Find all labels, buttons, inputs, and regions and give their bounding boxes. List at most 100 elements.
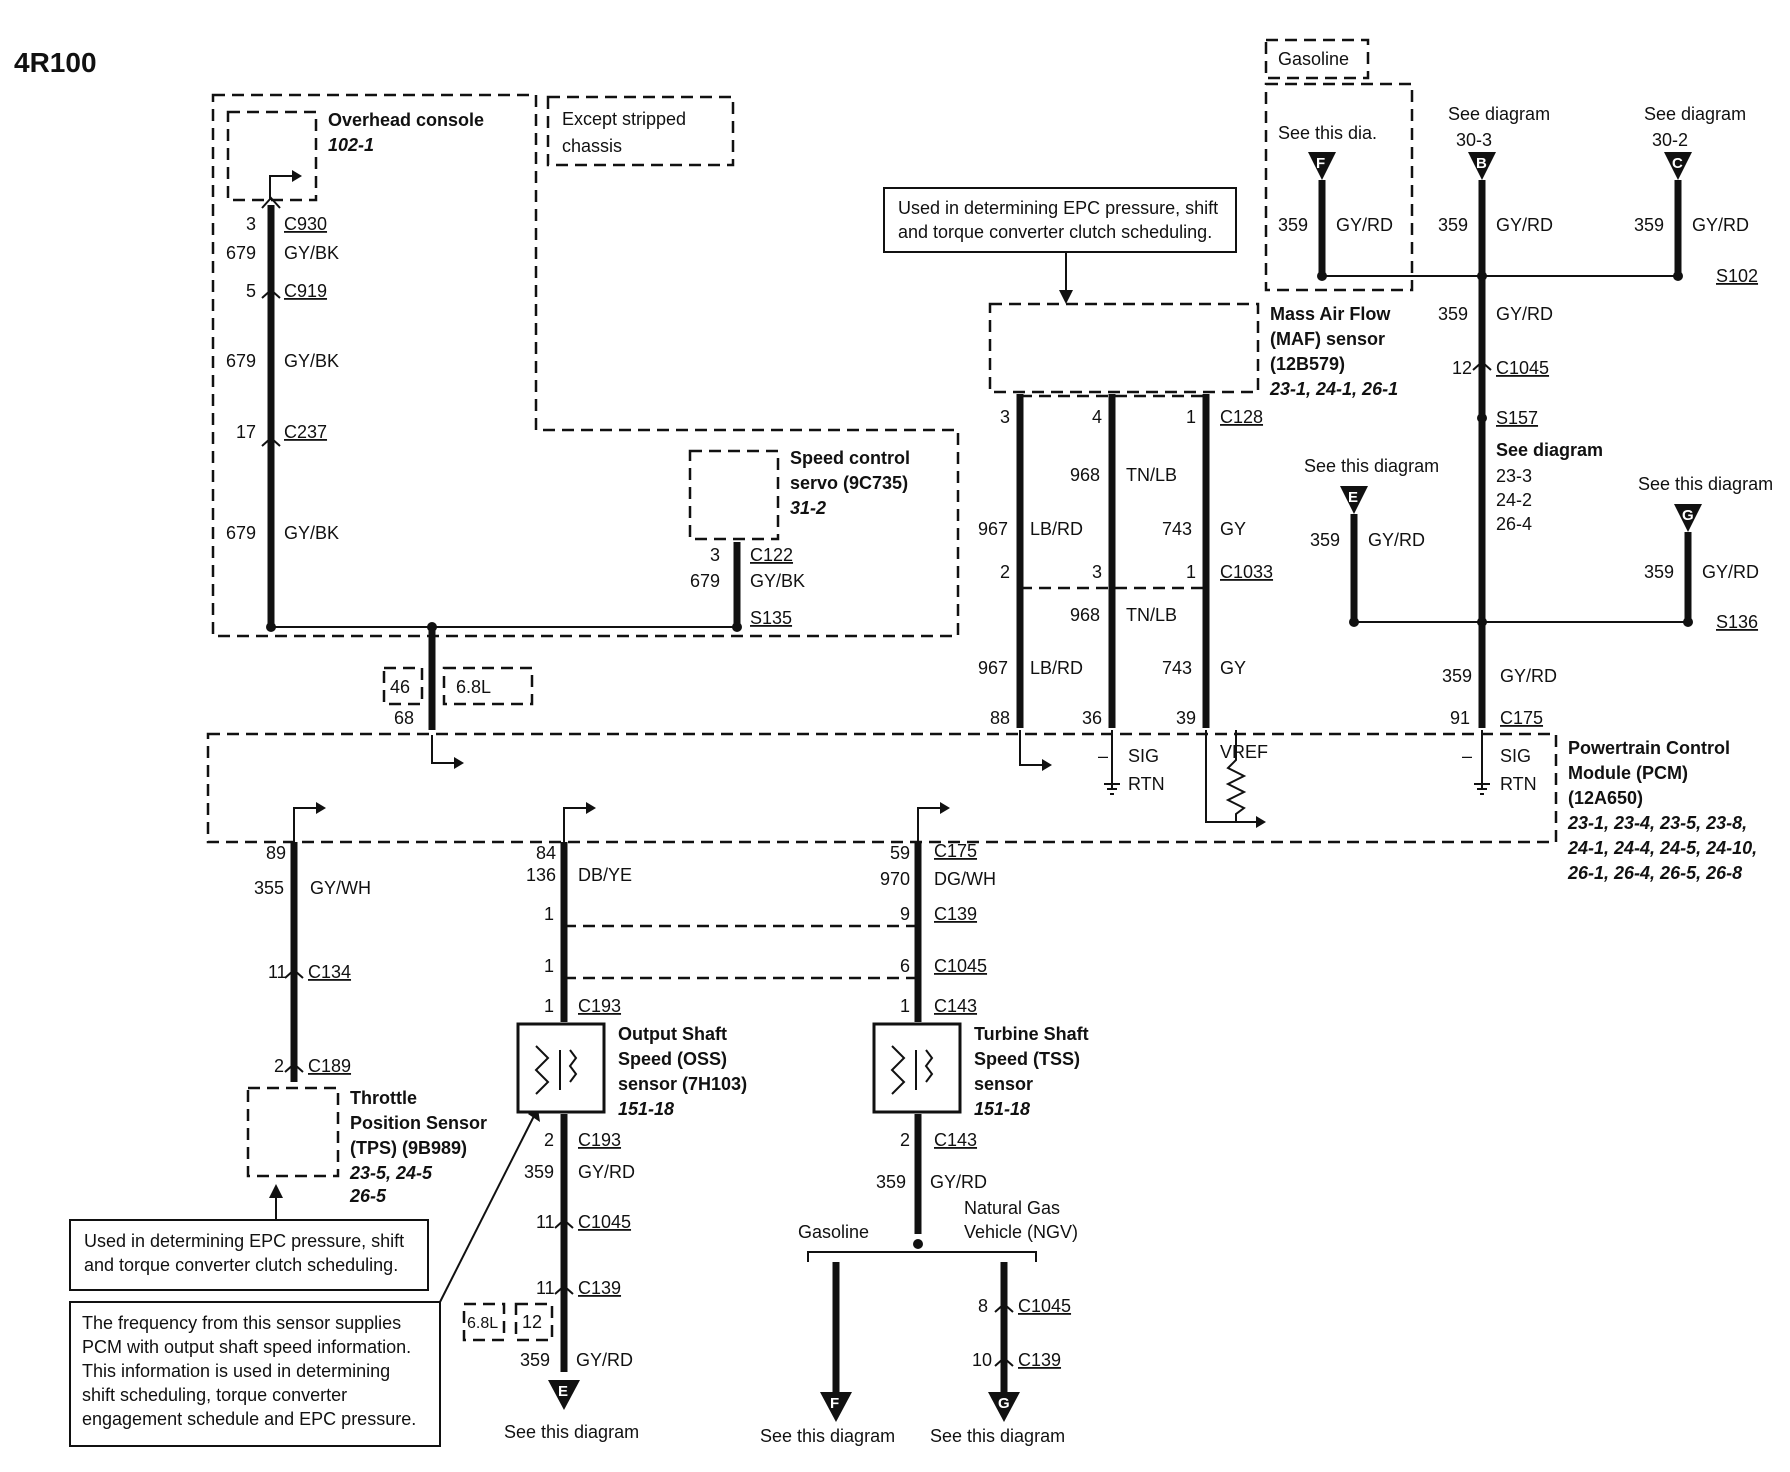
connector-c122: C122 — [750, 545, 793, 565]
arrow-icon — [1042, 759, 1052, 771]
oss-note-line4: shift scheduling, torque converter — [82, 1385, 347, 1405]
pin-pcm-84: 84 — [536, 843, 556, 863]
wire-num-359-b: 359 — [1438, 215, 1468, 235]
arrow-icon — [269, 1184, 283, 1198]
splice-dot — [1317, 271, 1327, 281]
pin-c237: 17 — [236, 422, 256, 442]
wire-color-lbrd-b: LB/RD — [1030, 658, 1083, 678]
pcm-ref3: 26-1, 26-4, 26-5, 26-8 — [1567, 863, 1742, 883]
ref-c: 30-2 — [1652, 130, 1688, 150]
tps-ref2: 26-5 — [349, 1186, 387, 1206]
wire-color-gyrd-oss: GY/RD — [578, 1162, 635, 1182]
pcm-internal-967 — [1019, 730, 1050, 766]
wire-num-743-a: 743 — [1162, 519, 1192, 539]
marker-g-bottom-icon — [988, 1392, 1020, 1422]
ref-b: 30-3 — [1456, 130, 1492, 150]
marker-f-bottom: F — [830, 1395, 839, 1412]
connector-c1033: C1033 — [1220, 562, 1273, 582]
connector-c1045-ngv-mark — [994, 1302, 1014, 1313]
engine-tag-6-8l — [442, 666, 534, 706]
maf-note-line1: Used in determining EPC pressure, shift — [898, 198, 1218, 218]
arrow-icon — [1256, 816, 1266, 828]
engine-6-8l-label-b: 6.8L — [467, 1315, 498, 1332]
connector-c128: C128 — [1220, 407, 1263, 427]
tps-ref1: 23-5, 24-5 — [349, 1163, 433, 1183]
ground-icon — [1474, 783, 1490, 795]
except-stripped-line2: chassis — [562, 136, 622, 156]
wire-color-gybk-b: GY/BK — [284, 351, 339, 371]
ngv-line1: Natural Gas — [964, 1198, 1060, 1218]
wire-num-967-a: 967 — [978, 519, 1008, 539]
marker-g-icon — [1674, 504, 1702, 532]
tps-line2: Position Sensor — [350, 1113, 487, 1133]
pin-maf-3: 3 — [1000, 407, 1010, 427]
arrow-icon — [1059, 290, 1073, 304]
wire-num-679-c: 679 — [226, 523, 256, 543]
wire-num-359-d: 359 — [1438, 304, 1468, 324]
pin-tss-c143: 1 — [900, 996, 910, 1016]
connector-c1045-top: C1045 — [1496, 358, 1549, 378]
connector-c1045-oss: C1045 — [578, 1212, 631, 1232]
overhead-internal-wire — [269, 175, 300, 200]
tss-line2: Speed (TSS) — [974, 1049, 1080, 1069]
connector-c930-mark — [261, 196, 281, 209]
wire-num-679-b: 679 — [226, 351, 256, 371]
pcm-internal-136 — [563, 807, 594, 842]
pcm-line2: Module (PCM) — [1568, 763, 1688, 783]
wire-num-359-tss: 359 — [876, 1172, 906, 1192]
wire-num-136: 136 — [526, 865, 556, 885]
connector-c134: C134 — [308, 962, 351, 982]
oss-line3: sensor (7H103) — [618, 1074, 747, 1094]
gasoline-tag-label: Gasoline — [1278, 49, 1349, 69]
pin-oss-c1045-11: 11 — [536, 1212, 555, 1232]
connector-c193-top: C193 — [578, 996, 621, 1016]
connector-c175-bottom: C175 — [934, 841, 977, 861]
engine-6-8l-label: 6.8L — [456, 677, 491, 697]
splice-dot — [1673, 271, 1683, 281]
arrow-icon — [316, 802, 326, 814]
connector-c143-bottom: C143 — [934, 1130, 977, 1150]
marker-e-icon — [1340, 486, 1368, 514]
oss-line1: Output Shaft — [618, 1024, 727, 1044]
wire-num-743-b: 743 — [1162, 658, 1192, 678]
connector-c143-top: C143 — [934, 996, 977, 1016]
tss-line3: sensor — [974, 1074, 1033, 1094]
pin-c1033-1: 1 — [1186, 562, 1196, 582]
wire-color-gyrd-oss-b: GY/RD — [576, 1350, 633, 1370]
speed-control-line2: servo (9C735) — [790, 473, 908, 493]
pcm-internal-355 — [293, 807, 324, 842]
speed-control-line1: Speed control — [790, 448, 910, 468]
pin-pcm-39: 39 — [1176, 708, 1196, 728]
marker-g-top: G — [1682, 507, 1694, 524]
connector-c134-mark — [284, 968, 304, 979]
wire-color-gyrd-d: GY/RD — [1496, 304, 1553, 324]
tps-note-line2: and torque converter clutch scheduling. — [84, 1255, 398, 1275]
wire-color-dgwh: DG/WH — [934, 869, 996, 889]
pin-pcm-91: 91 — [1450, 708, 1470, 728]
diagram-title: 4R100 — [14, 47, 97, 78]
see-this-dia-f: See this dia. — [1278, 123, 1377, 143]
connector-c189: C189 — [308, 1056, 351, 1076]
splice-dot — [1477, 413, 1487, 423]
pin-68: 68 — [394, 708, 414, 728]
pin-c134-11: 11 — [268, 962, 287, 982]
except-stripped-box — [546, 95, 735, 167]
tps-sensor-box — [246, 1086, 340, 1178]
wire-color-gyrd-f: GY/RD — [1336, 215, 1393, 235]
tps-line1: Throttle — [350, 1088, 417, 1108]
tps-note-box — [69, 1219, 429, 1291]
wire-color-dbye: DB/YE — [578, 865, 632, 885]
connector-c919-mark — [261, 288, 281, 299]
splice-s136: S136 — [1716, 612, 1758, 632]
wire-color-gyrd-c: GY/RD — [1692, 215, 1749, 235]
pcm-ref1: 23-1, 23-4, 23-5, 23-8, — [1567, 813, 1747, 833]
pcm-rtn-2: RTN — [1500, 774, 1537, 794]
option-branch-bracket — [807, 1251, 1037, 1262]
tps-group: 89 355 GY/WH 11 C134 2 C189 Throttle Pos… — [69, 842, 540, 1447]
arrow-icon — [586, 802, 596, 814]
wire-num-359-h: 359 — [1442, 666, 1472, 686]
pin-pcm-59: 59 — [890, 843, 910, 863]
wire-num-355: 355 — [254, 878, 284, 898]
pcm-internal-743 — [1205, 730, 1262, 823]
except-stripped-boundary — [211, 93, 960, 638]
